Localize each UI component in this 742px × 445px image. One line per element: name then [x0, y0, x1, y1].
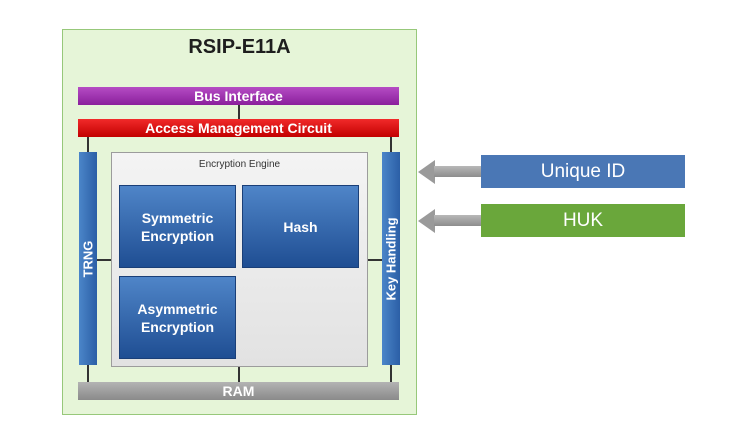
connector-amc-to-key-handling — [390, 137, 392, 152]
bus-interface-bar: Bus Interface — [78, 87, 399, 105]
arrow-left-icon — [418, 160, 435, 184]
huk-arrow-shaft — [434, 215, 481, 226]
connector-amc-to-trng — [87, 137, 89, 152]
symmetric-encryption-label: Symmetric Encryption — [140, 209, 215, 244]
symmetric-encryption-block: Symmetric Encryption — [119, 185, 236, 268]
unique-id-arrow-shaft — [434, 166, 481, 177]
hash-block: Hash — [242, 185, 359, 268]
connector-engine-to-key-handling — [368, 259, 382, 261]
hash-label: Hash — [283, 218, 318, 235]
encryption-engine-label: Encryption Engine — [198, 159, 281, 170]
connector-trng-to-engine — [97, 259, 111, 261]
arrow-left-icon — [418, 209, 435, 233]
key-handling-bar: Key Handling — [382, 152, 400, 365]
connector-bus-to-amc — [238, 105, 240, 119]
access-management-circuit-bar: Access Management Circuit — [78, 119, 399, 137]
connector-trng-to-ram — [87, 365, 89, 382]
trng-label: TRNG — [80, 240, 96, 277]
trng-bar: TRNG — [79, 152, 97, 365]
connector-key-handling-to-ram — [390, 365, 392, 382]
key-handling-label: Key Handling — [383, 216, 399, 301]
unique-id-box: Unique ID — [481, 155, 685, 188]
huk-box: HUK — [481, 204, 685, 237]
connector-engine-to-ram — [238, 367, 240, 382]
asymmetric-encryption-block: Asymmetric Encryption — [119, 276, 236, 359]
ram-bar: RAM — [78, 382, 399, 400]
asymmetric-encryption-label: Asymmetric Encryption — [137, 300, 218, 335]
diagram-title: RSIP-E11A — [188, 36, 291, 58]
